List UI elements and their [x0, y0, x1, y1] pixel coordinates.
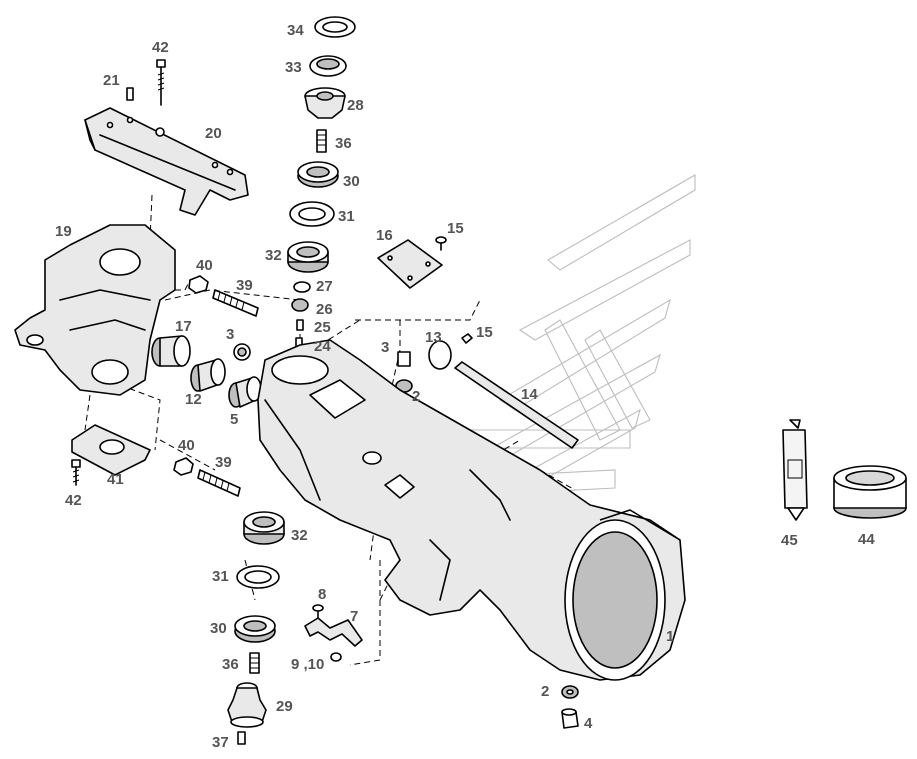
part-housing[interactable]	[14, 224, 176, 396]
pivot-28[interactable]	[304, 87, 346, 119]
callout-label: 19	[55, 223, 72, 240]
bolt-8[interactable]	[312, 604, 324, 618]
pivot-29[interactable]	[227, 682, 267, 728]
washer-27[interactable]	[293, 281, 311, 293]
cover-plate-16[interactable]	[377, 239, 443, 289]
callout-label: 40	[196, 257, 213, 274]
callout-label: 14	[521, 386, 538, 403]
callout-label: 28	[347, 97, 364, 114]
washer-2-low[interactable]	[561, 685, 579, 699]
spring-36-top[interactable]	[316, 129, 327, 153]
bolt-15-mid[interactable]	[461, 333, 473, 344]
seal-33[interactable]	[309, 55, 347, 77]
sealant-tube-45[interactable]	[782, 419, 808, 521]
flange-41[interactable]	[71, 424, 151, 476]
callout-label: 42	[152, 39, 169, 56]
callout-label: 1	[666, 628, 674, 645]
pin-part[interactable]	[126, 87, 134, 101]
callout-label: 30	[210, 620, 227, 637]
plug-left[interactable]	[233, 343, 251, 361]
callout-label: 31	[212, 568, 229, 585]
callout-label: 30	[343, 173, 360, 190]
callout-label: 41	[107, 471, 124, 488]
bushing-5[interactable]	[228, 376, 262, 408]
callout-label: 44	[858, 531, 875, 548]
callout-label: 27	[316, 278, 333, 295]
callout-label: 5	[230, 411, 238, 428]
seal-34[interactable]	[314, 16, 356, 38]
spring-36-low[interactable]	[249, 652, 260, 674]
callout-label: 32	[265, 247, 282, 264]
callout-label: 26	[316, 301, 333, 318]
part-bracket[interactable]	[84, 107, 249, 216]
bearing-30-top[interactable]	[297, 161, 339, 188]
callout-label: 32	[291, 527, 308, 544]
plug-3-mid[interactable]	[397, 351, 411, 367]
callout-label: 37	[212, 734, 229, 751]
callout-label: 7	[350, 608, 358, 625]
callout-labels: 34 33 28 36 30 31 32 27 26 25 24 42 21 2…	[55, 22, 875, 751]
callout-label: 17	[175, 318, 192, 335]
washer-26[interactable]	[291, 298, 309, 312]
bolt-lower[interactable]	[71, 459, 81, 486]
callout-label: 3	[381, 339, 389, 356]
clip-7[interactable]	[304, 617, 363, 647]
nut-910[interactable]	[330, 652, 342, 662]
gasket-14[interactable]	[454, 361, 579, 449]
pin-37[interactable]	[237, 731, 246, 745]
plug-4-low[interactable]	[561, 708, 579, 729]
callout-label: 8	[318, 586, 326, 603]
callout-label: 29	[276, 698, 293, 715]
callout-label: 31	[338, 208, 355, 225]
callout-label: 24	[314, 338, 331, 355]
bearing-32-low[interactable]	[243, 511, 285, 545]
callout-label: 36	[335, 135, 352, 152]
callout-label: 15	[447, 220, 464, 237]
nut-lower[interactable]	[173, 457, 194, 476]
nut-upper[interactable]	[188, 275, 209, 294]
callout-label: 4	[584, 715, 593, 732]
callout-label: 42	[65, 492, 82, 509]
pin-25[interactable]	[296, 319, 304, 331]
callout-label: 40	[178, 437, 195, 454]
callout-label: 21	[103, 72, 120, 89]
callout-label: 3	[226, 326, 234, 343]
callout-label: 15	[476, 324, 493, 341]
bushing-17[interactable]	[151, 335, 191, 367]
callout-label: 34	[287, 22, 304, 39]
callout-label: 2	[412, 388, 420, 405]
callout-label: 39	[236, 277, 253, 294]
callout-label: 36	[222, 656, 239, 673]
callout-label: 16	[376, 227, 393, 244]
callout-label: 45	[781, 532, 798, 549]
bolt-top[interactable]	[156, 59, 166, 106]
seal-31-low[interactable]	[236, 565, 280, 589]
callout-label: 13	[425, 329, 442, 346]
callout-label: 33	[285, 59, 302, 76]
disc-13[interactable]	[428, 340, 452, 370]
callout-label: 20	[205, 125, 222, 142]
container-44[interactable]	[833, 465, 907, 519]
bolt-15-top[interactable]	[435, 236, 447, 251]
axle-housing[interactable]	[257, 339, 686, 681]
bearing-30-low[interactable]	[234, 615, 276, 643]
bushing-12[interactable]	[190, 358, 226, 392]
seal-31-top[interactable]	[289, 201, 335, 227]
callout-label: 2	[541, 683, 549, 700]
callout-label: 9 ,10	[291, 656, 324, 673]
callout-label: 12	[185, 391, 202, 408]
stud-lower[interactable]	[197, 469, 241, 497]
stud-upper[interactable]	[212, 289, 259, 317]
callout-label: 39	[215, 454, 232, 471]
callout-label: 25	[314, 319, 331, 336]
bearing-32-top[interactable]	[287, 241, 329, 273]
